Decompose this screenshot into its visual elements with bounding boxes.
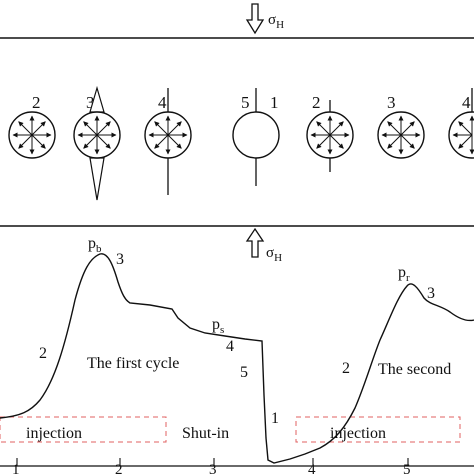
first-cycle-label: The first cycle (87, 355, 179, 372)
curve-stage-number: 4 (226, 338, 234, 355)
time-tick-label: 3 (209, 462, 217, 474)
wellbore-fracture-initiation-icon (73, 85, 121, 201)
pressure-curve-panel: pb pr ps 3 2 4 5 1 2 3 The first cycle T… (0, 235, 474, 474)
wellbore-panel: σH σH 2 3 4 5 1 2 3 4 (0, 3, 474, 264)
injection-phase-box (0, 416, 167, 443)
stage-label: 4 (158, 93, 167, 112)
ps-label: ps (212, 316, 224, 336)
curve-stage-number: 2 (342, 360, 350, 377)
curve-stage-number: 1 (271, 410, 279, 427)
curve-stage-number: 5 (240, 364, 248, 381)
wellbore-partial-icon (448, 88, 474, 159)
time-tick-label: 5 (403, 462, 411, 474)
wellbore-pressurized-icon (8, 111, 56, 159)
stress-arrow-bottom-icon (245, 227, 265, 258)
time-tick-label: 4 (308, 462, 316, 474)
stage-label: 2 (312, 93, 321, 112)
stress-label-bottom: σH (266, 245, 282, 264)
wellbore-repressurized-icon (306, 100, 354, 172)
curve-stage-number: 2 (39, 345, 47, 362)
stage-label: 3 (387, 93, 396, 112)
stage-label: 1 (270, 93, 279, 112)
curve-stage-number: 3 (116, 251, 124, 268)
time-tick-label: 2 (115, 462, 123, 474)
curve-stage-number: 3 (427, 285, 435, 302)
pr-label: pr (398, 264, 410, 284)
stage-label: 5 (241, 93, 250, 112)
stage-label: 4 (462, 93, 471, 112)
pressure-curve (0, 253, 474, 464)
wellbore-reopening-icon (377, 111, 425, 159)
wellbore-shut-in-icon (232, 88, 280, 186)
stress-arrow-top-icon (245, 3, 265, 35)
stage-label: 3 (86, 93, 95, 112)
stage-label: 2 (32, 93, 41, 112)
injection-phase-label: injection (330, 425, 386, 442)
second-cycle-label: The second (378, 361, 451, 378)
injection-phase-box (295, 416, 461, 443)
stress-label-top: σH (268, 12, 284, 31)
pb-label: pb (88, 235, 102, 255)
time-ticks (16, 458, 409, 466)
injection-phase-label: injection (26, 425, 82, 442)
wellbore-fracture-propagation-icon (144, 88, 192, 195)
shut-in-phase-label: Shut-in (182, 425, 229, 442)
time-tick-label: 1 (12, 462, 20, 474)
